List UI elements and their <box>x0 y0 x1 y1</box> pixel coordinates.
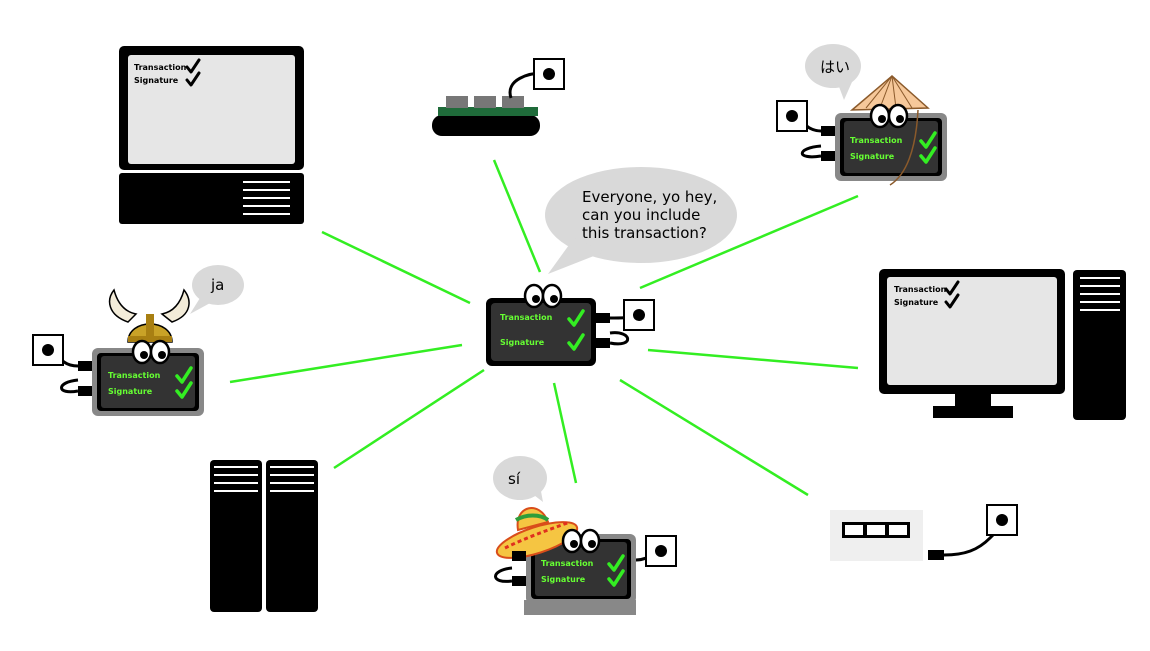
network-switch-device <box>830 504 1018 561</box>
link-to-usb-device <box>492 159 542 273</box>
link-to-servers <box>333 368 485 470</box>
sombrero-node: sí Transaction Signature <box>493 456 677 615</box>
link-to-router <box>619 378 809 497</box>
power-socket-icon <box>533 58 565 90</box>
screen-label-transaction: Transaction <box>134 63 187 72</box>
bubble-text: sí <box>508 470 521 488</box>
power-socket-icon <box>776 100 808 132</box>
center-node: Everyone, yo hey, can you include this t… <box>486 167 737 366</box>
speech-bubble: sí <box>493 456 547 502</box>
power-socket-icon <box>623 299 655 331</box>
label-signature: Signature <box>850 152 895 161</box>
link-to-right-desktop <box>647 348 859 370</box>
desktop-computer-left: Transaction Signature <box>119 46 304 224</box>
link-to-asian-hat-node <box>639 194 859 290</box>
server-racks <box>210 460 318 612</box>
label-signature: Signature <box>541 575 586 584</box>
eye-icon <box>541 283 563 309</box>
screen-label-signature: Signature <box>134 76 179 85</box>
label-signature: Signature <box>108 387 153 396</box>
circuit-board <box>438 107 538 116</box>
eye-icon <box>149 339 171 365</box>
eye-icon <box>523 283 545 309</box>
eye-icon <box>887 103 909 129</box>
viking-node: ja Transaction Signature <box>32 265 244 416</box>
bubble-line-3: this transaction? <box>582 224 707 242</box>
desktop-base <box>119 173 304 224</box>
label-transaction: Transaction <box>108 371 161 380</box>
power-socket-icon <box>986 504 1018 536</box>
sombrero-hat-icon <box>495 507 579 559</box>
bubble-line-1: Everyone, yo hey, <box>582 188 717 206</box>
label-transaction: Transaction <box>500 313 553 322</box>
viking-helmet-icon <box>108 288 190 343</box>
link-to-sombrero-node <box>552 382 578 484</box>
label-transaction: Transaction <box>541 559 594 568</box>
monitor-base <box>933 406 1013 418</box>
monitor-screen <box>128 55 295 164</box>
usb-hub-device <box>432 58 565 136</box>
monitor-screen <box>887 277 1057 385</box>
link-to-viking-node <box>229 343 463 384</box>
screen-label-transaction: Transaction <box>894 285 947 294</box>
speech-bubble: Everyone, yo hey, can you include this t… <box>545 167 737 274</box>
bubble-text: ja <box>210 276 224 294</box>
screen-label-signature: Signature <box>894 298 939 307</box>
eye-icon <box>131 339 153 365</box>
link-to-left-desktop <box>321 230 471 305</box>
asian-hat-node: はい Transaction Signature <box>776 44 947 186</box>
speech-bubble: はい <box>805 44 861 100</box>
eye-icon <box>561 528 583 554</box>
tower-case <box>1073 270 1126 420</box>
network-links <box>229 159 859 497</box>
eye-icon <box>869 103 891 129</box>
bubble-text: はい <box>820 58 850 76</box>
eye-icon <box>579 528 601 554</box>
label-signature: Signature <box>500 338 545 347</box>
power-socket-icon <box>32 334 64 366</box>
desktop-computer-right: Transaction Signature <box>879 269 1126 420</box>
power-socket-icon <box>645 535 677 567</box>
speech-bubble: ja <box>190 265 244 314</box>
monitor-stand <box>955 394 991 406</box>
bubble-line-2: can you include <box>582 206 700 224</box>
label-transaction: Transaction <box>850 136 903 145</box>
